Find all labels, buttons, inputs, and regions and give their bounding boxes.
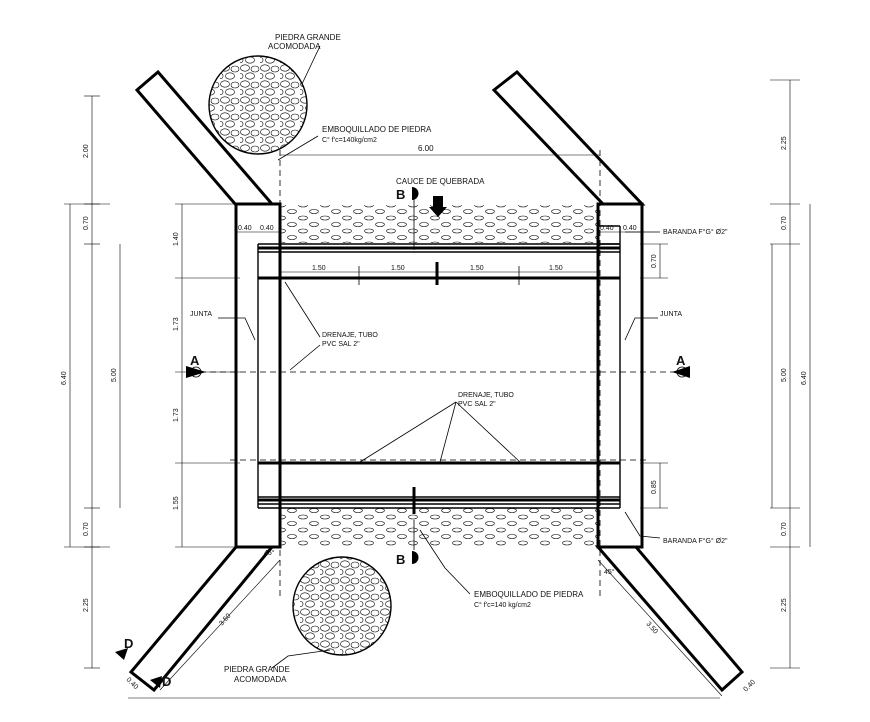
dim-right-inner	[640, 243, 668, 509]
label-junta-right: JUNTA	[660, 311, 682, 318]
dim-angle-right: 45°	[604, 568, 615, 576]
dim-right-2-25a: 2.25	[781, 136, 788, 150]
dim-wall-3: 0.40	[600, 225, 614, 232]
section-a-right-letter: A	[676, 353, 686, 368]
dim-slab-1: 1.50	[312, 265, 326, 272]
dim-left-inner-1-40: 1.40	[173, 232, 180, 246]
dim-wings	[128, 559, 723, 699]
label-drenaje-left-2: PVC SAL 2"	[322, 341, 360, 348]
dim-right-2-25b: 2.25	[781, 598, 788, 612]
dim-left-2-00: 2.00	[83, 144, 90, 158]
wing-bottom-left	[128, 545, 276, 693]
label-drenaje-center-2: PVC SAL 2"	[458, 401, 496, 408]
dim-left-2-25: 2.25	[83, 598, 90, 612]
flow-arrow-icon	[429, 196, 447, 217]
label-emboq-bottom-2: C° f'c=140 kg/cm2	[474, 601, 531, 609]
section-d-top-letter: D	[124, 636, 133, 651]
label-piedra-bottom-2: ACOMODADA	[234, 675, 287, 684]
dim-wing-thick-left: 0.40	[125, 676, 140, 691]
section-mark-b-top	[412, 187, 419, 200]
stone-circle-bottom	[292, 556, 392, 656]
dim-right-outer	[770, 79, 811, 669]
section-mark-b-bottom	[412, 551, 419, 564]
bottom-slab	[258, 461, 620, 509]
label-piedra-bottom-1: PIEDRA GRANDE	[224, 665, 290, 674]
dim-slab-4: 1.50	[549, 265, 563, 272]
label-baranda-top: BARANDA F°G° Ø2"	[663, 228, 728, 236]
section-a-left-letter: A	[190, 353, 200, 368]
dim-right-inner-0-85: 0.85	[651, 480, 658, 494]
dim-left-outer	[64, 95, 110, 669]
wing-top-right	[491, 69, 646, 206]
label-emboq-bottom-1: EMBOQUILLADO DE PIEDRA	[474, 590, 584, 599]
dim-wing-right: 3.50	[645, 621, 659, 636]
dim-left-6-40: 6.40	[61, 371, 68, 385]
dim-left-inner-1-73a: 1.73	[173, 317, 180, 331]
dim-left-center-5-00: 5.00	[111, 368, 118, 382]
emboquillado-bottom	[280, 508, 598, 546]
label-emboq-top-1: EMBOQUILLADO DE PIEDRA	[322, 125, 432, 134]
dim-wall-4: 0.40	[623, 225, 637, 232]
section-d-bottom-letter: D	[162, 674, 171, 689]
section-mark-d	[115, 648, 162, 688]
dim-left-inner-1-73b: 1.73	[173, 408, 180, 422]
label-baranda-bottom: BARANDA F°G° Ø2"	[663, 537, 728, 545]
dim-angle-left: 45°	[264, 549, 275, 557]
section-mark-a-right	[672, 366, 690, 378]
wing-top-left	[134, 69, 276, 210]
section-b-bottom-letter: B	[396, 552, 405, 567]
section-b-top-letter: B	[396, 187, 405, 202]
dim-slab-3: 1.50	[470, 265, 484, 272]
slab-dimension	[279, 266, 599, 285]
dim-wall-1: 0.40	[238, 225, 252, 232]
wing-bottom-right	[594, 545, 745, 693]
label-drenaje-left-1: DRENAJE, TUBO	[322, 332, 378, 339]
dim-top-width	[236, 154, 642, 233]
dim-wing-thick-right: 0.40	[742, 679, 757, 694]
stone-circle-top	[208, 55, 308, 155]
dim-right-6-40: 6.40	[801, 371, 808, 385]
dim-left-0-70a: 0.70	[83, 216, 90, 230]
dim-slab-2: 1.50	[391, 265, 405, 272]
label-piedra-top-2: ACOMODADA	[268, 42, 321, 51]
dim-right-5-00: 5.00	[781, 368, 788, 382]
dim-left-0-70b: 0.70	[83, 522, 90, 536]
label-junta-left: JUNTA	[190, 311, 212, 318]
dim-left-inner-1-55: 1.55	[173, 496, 180, 510]
dim-width-top: 6.00	[418, 144, 434, 153]
dim-right-inner-0-70: 0.70	[651, 254, 658, 268]
dim-left-inner	[119, 203, 240, 548]
label-drenaje-center-1: DRENAJE, TUBO	[458, 392, 514, 399]
label-emboq-top-2: C° f'c=140kg/cm2	[322, 136, 377, 144]
label-piedra-top-1: PIEDRA GRANDE	[275, 33, 341, 42]
label-cauce: CAUCE DE QUEBRADA	[396, 177, 485, 186]
dim-wall-2: 0.40	[260, 225, 274, 232]
section-mark-a-left	[186, 366, 206, 378]
top-slab	[257, 243, 621, 508]
dim-right-0-70a: 0.70	[781, 216, 788, 230]
dim-right-0-70b: 0.70	[781, 522, 788, 536]
dim-wing-left: 3.50	[218, 612, 232, 627]
